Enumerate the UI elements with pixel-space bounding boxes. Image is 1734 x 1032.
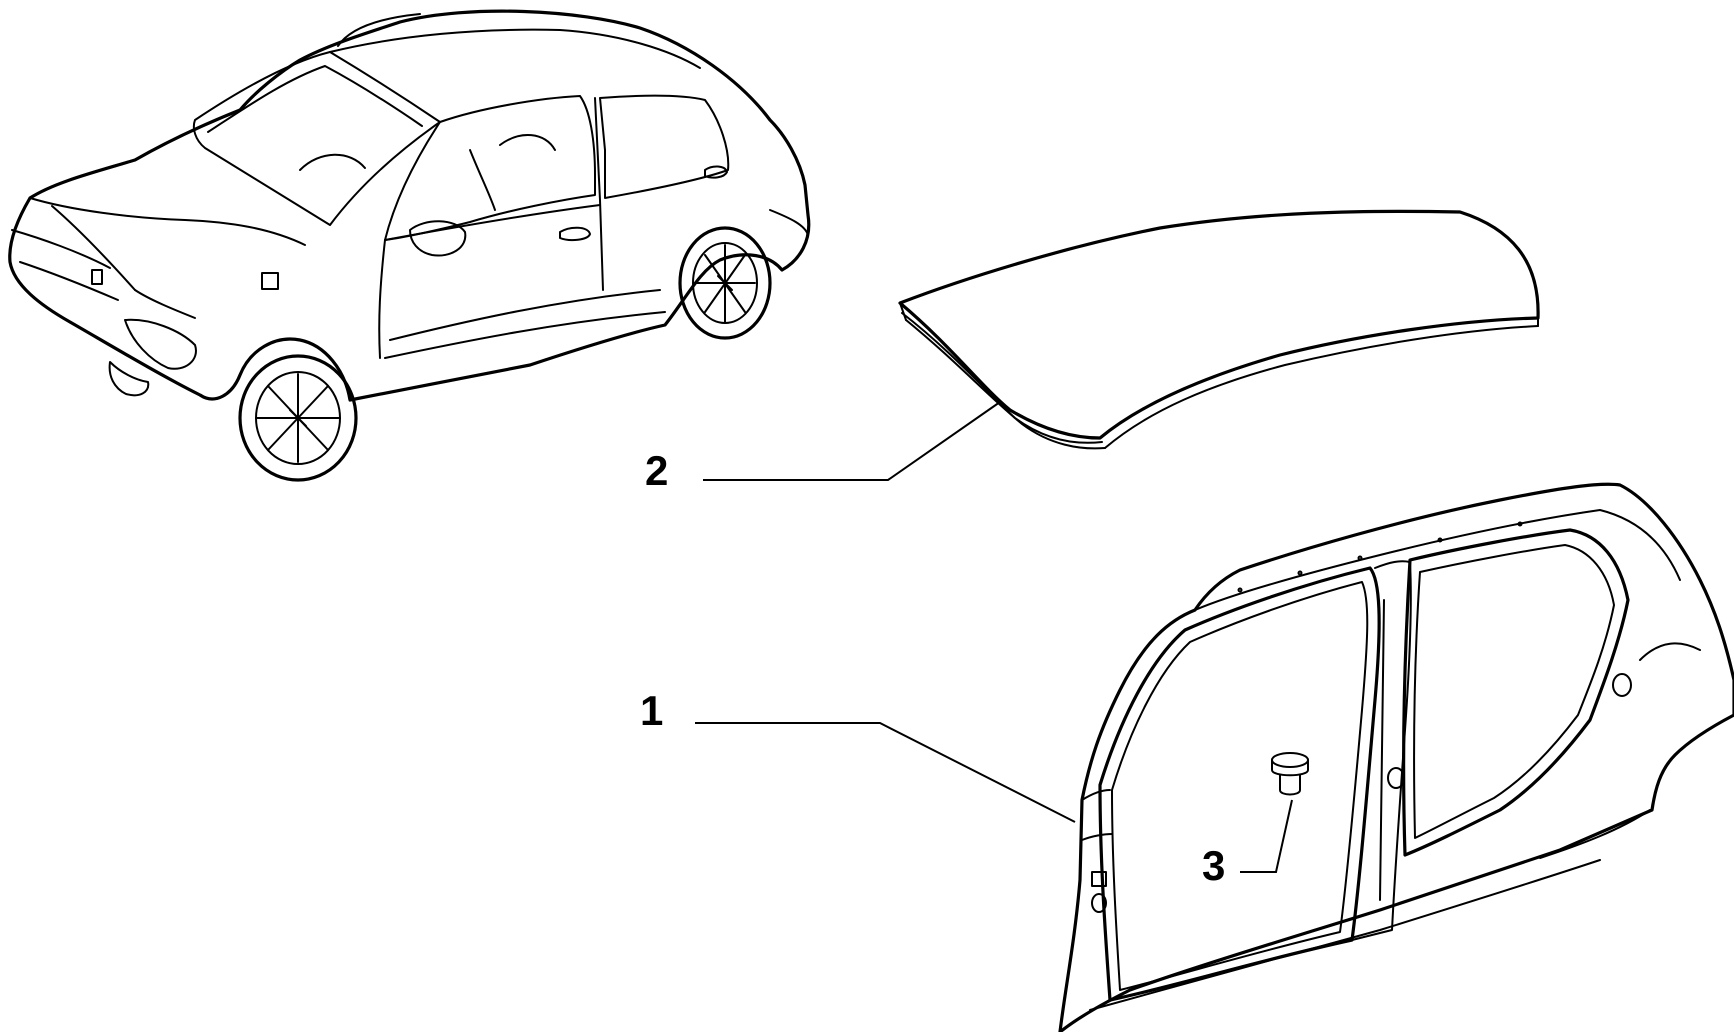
callout-2-label: 2 [645,447,668,494]
callout-1-leader [695,722,1076,823]
callout-1-label: 1 [640,687,663,734]
roof-panel-drawing [898,209,1540,450]
callout-2-leader [703,401,1001,481]
side-panel-drawing [1058,482,1734,1032]
callout-3-label: 3 [1202,842,1225,889]
callout-3-leader [1240,799,1293,873]
plug-drawing [1271,752,1309,796]
reference-car-drawing [8,9,811,482]
